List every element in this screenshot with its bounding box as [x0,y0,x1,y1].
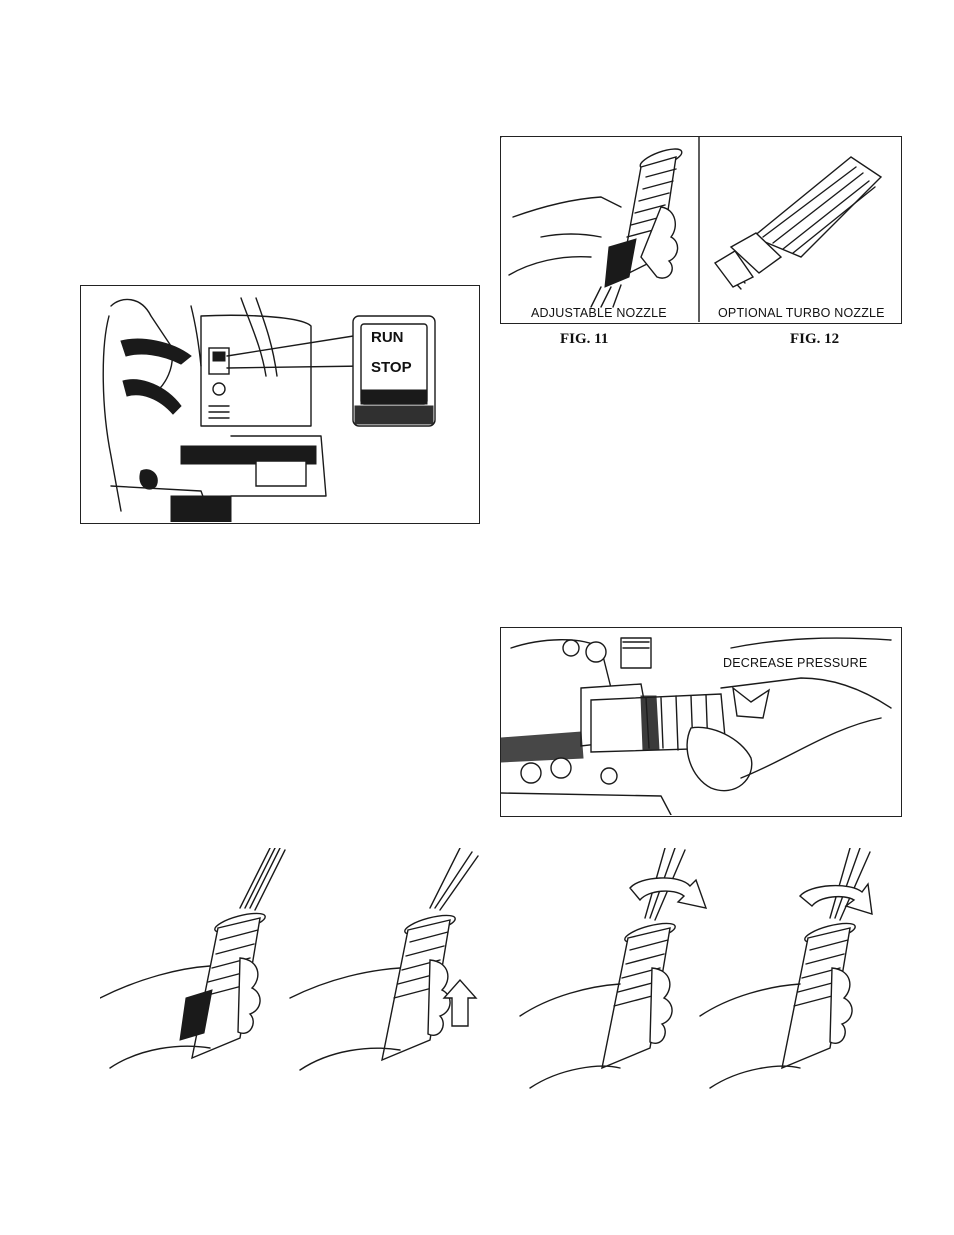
nozzle-spray-sequence-illustration [100,848,880,1098]
nozzle-spray-sequence [100,848,880,1098]
adjustable-nozzle-illustration [509,145,684,307]
switch-figure: RUN STOP [80,285,480,524]
fig12-caption: FIG. 12 [790,331,839,348]
decrease-pressure-label: DECREASE PRESSURE [723,656,867,670]
switch-stop-label: STOP [371,359,412,376]
turbo-nozzle-label: OPTIONAL TURBO NOZZLE [718,306,885,320]
turbo-nozzle-illustration [715,157,881,289]
fig11-caption: FIG. 11 [560,331,608,348]
switch-run-label: RUN [371,329,404,346]
pressure-figure: DECREASE PRESSURE [500,627,902,817]
rotate-arrow-icon [630,878,706,908]
switch-panel-illustration: RUN STOP [81,286,478,522]
adjustable-nozzle-label: ADJUSTABLE NOZZLE [531,306,667,320]
nozzle-figures-panel: ADJUSTABLE NOZZLE OPTIONAL TURBO NOZZLE [500,136,902,324]
